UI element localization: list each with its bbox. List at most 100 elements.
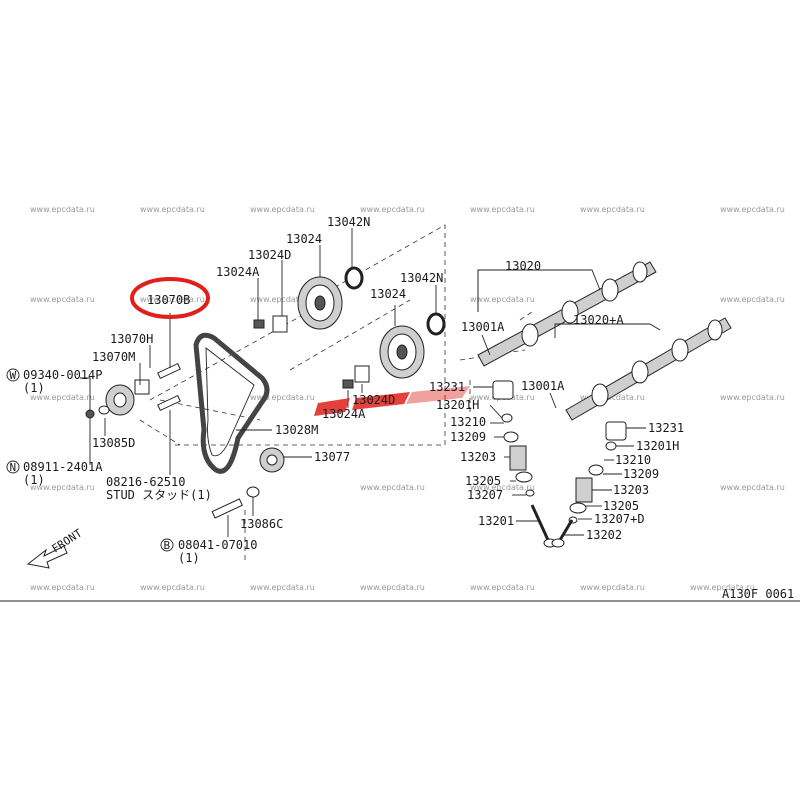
label-13201H: 13201H: [636, 439, 679, 453]
watermark: www.epcdata.ru: [360, 583, 425, 592]
label-13231: 13231: [648, 421, 684, 435]
label-08216-62510: 08216-62510: [106, 475, 185, 489]
label-09340-0014P: 09340-0014P: [23, 368, 102, 382]
dashed-line: [459, 349, 526, 361]
oil-seal-right: [426, 312, 446, 336]
watermark: www.epcdata.ru: [140, 583, 205, 592]
assembly-dashed-lines: [139, 224, 536, 560]
label-13203: 13203: [613, 483, 649, 497]
label-13202: 13202: [586, 528, 622, 542]
watermark: www.epcdata.ru: [720, 205, 785, 214]
dashed-line: [519, 309, 536, 321]
valve-stack-right: [551, 421, 627, 548]
label-qty: (1): [178, 551, 200, 565]
watermark: www.epcdata.ru: [30, 205, 95, 214]
label-08041-07010: 08041-07010: [178, 538, 257, 552]
label-13077: 13077: [314, 450, 350, 464]
dashed-line: [329, 224, 446, 445]
marker-b-circle: [160, 538, 174, 552]
label-13201H: 13201H: [436, 398, 479, 412]
leader-line: [80, 377, 91, 410]
part-labels: 13042N 13024 13024D 13024A 13070B 13070H…: [6, 215, 684, 565]
watermark: www.epcdata.ru: [30, 295, 95, 304]
front-label: FRONT: [50, 526, 85, 555]
leader-line: [481, 334, 491, 356]
watermark: www.epcdata.ru: [720, 295, 785, 304]
label-13024A: 13024A: [322, 407, 366, 421]
label-13207D: 13207+D: [594, 512, 645, 526]
label-13201: 13201: [478, 514, 514, 528]
label-13042N: 13042N: [400, 271, 443, 285]
oil-seal-left: [344, 266, 364, 290]
camshaft-13020A: [565, 317, 732, 421]
highlight-circle: [130, 277, 210, 319]
watermark: www.epcdata.ru: [250, 583, 315, 592]
logo-swoosh-2: [352, 392, 410, 410]
watermark: www.epcdata.ru: [720, 483, 785, 492]
leader-line: [554, 323, 661, 338]
logo-swoosh-1: [314, 398, 350, 416]
label-13210: 13210: [450, 415, 486, 429]
watermark: www.epcdata.ru: [140, 205, 205, 214]
label-13001A: 13001A: [461, 320, 505, 334]
washer-13086C: [246, 486, 260, 498]
leader-lines: [80, 228, 661, 537]
leader-line: [549, 392, 557, 409]
watermark: www.epcdata.ru: [580, 583, 645, 592]
marker-n-circle: [6, 460, 20, 474]
watermark: www.epcdata.ru: [30, 483, 95, 492]
label-13070M: 13070M: [92, 350, 135, 364]
plate-13024D-left: [272, 315, 288, 333]
marker-w: W: [10, 369, 17, 382]
watermark: www.epcdata.ru: [470, 483, 535, 492]
label-qty: (1): [23, 473, 45, 487]
bolt-13024A-right: [342, 379, 354, 389]
watermark: www.epcdata.ru: [580, 393, 645, 402]
tensioner-pulley: [105, 379, 150, 416]
watermark: www.epcdata.ru: [30, 583, 95, 592]
label-13024: 13024: [286, 232, 322, 246]
marker-b: B: [164, 539, 171, 552]
label-13042N: 13042N: [327, 215, 370, 229]
watermark: www.epcdata.ru: [360, 483, 425, 492]
label-13024: 13024: [370, 287, 406, 301]
watermarks: www.epcdata.ru www.epcdata.ru www.epcdat…: [30, 205, 785, 592]
watermark: www.epcdata.ru: [720, 393, 785, 402]
label-13203: 13203: [460, 450, 496, 464]
label-13024D: 13024D: [248, 248, 291, 262]
watermark: www.epcdata.ru: [360, 205, 425, 214]
dashed-line: [149, 299, 331, 401]
washer-13085D: [98, 405, 110, 415]
dashed-line: [139, 419, 181, 446]
label-13028M: 13028M: [275, 423, 318, 437]
label-13210: 13210: [615, 453, 651, 467]
marker-w-circle: [6, 368, 20, 382]
label-13205: 13205: [465, 474, 501, 488]
cam-sprocket-right: [379, 325, 425, 379]
watermark: www.epcdata.ru: [470, 205, 535, 214]
label-13231: 13231: [429, 380, 465, 394]
part-drawings: [85, 261, 732, 548]
watermark: www.epcdata.ru: [140, 295, 205, 304]
watermark: www.epcdata.ru: [250, 393, 315, 402]
cam-sprocket-left: [297, 276, 343, 330]
label-13001A: 13001A: [521, 379, 565, 393]
label-13205: 13205: [603, 499, 639, 513]
label-13085D: 13085D: [92, 436, 135, 450]
idler-pulley-13077: [259, 447, 285, 473]
label-08911-2401A: 08911-2401A: [23, 460, 103, 474]
watermark: www.epcdata.ru: [580, 205, 645, 214]
label-13086C: 13086C: [240, 517, 283, 531]
marker-n: N: [10, 461, 17, 474]
diagram-code: A130F 0061: [722, 587, 794, 601]
label-13024A: 13024A: [216, 265, 260, 279]
bolt-13024A-left: [253, 319, 265, 329]
label-13024D: 13024D: [352, 393, 395, 407]
label-13020: 13020: [505, 259, 541, 273]
camshaft-13020: [477, 261, 657, 367]
dashed-line: [159, 399, 261, 421]
front-indicator: FRONT: [26, 526, 85, 569]
label-13209: 13209: [623, 467, 659, 481]
watermark: www.epcdata.ru: [470, 583, 535, 592]
